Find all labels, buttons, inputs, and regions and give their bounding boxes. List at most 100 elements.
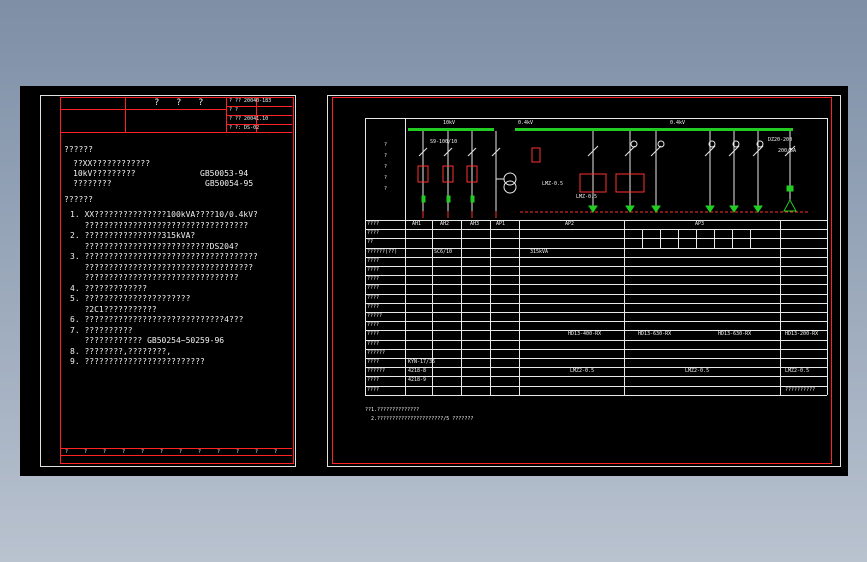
table-row-label: ???? [367,285,380,292]
table-col-line [624,220,625,395]
section1-line: 10kV????????? [73,169,136,178]
table-cell: LMZ2-0.5 [785,368,810,375]
bottom-cell: ? [198,449,202,455]
table-row-label: ???? [367,377,380,384]
table-subcol-line [714,229,715,248]
table-row-label: ???? [367,303,380,310]
table-row-label: ?? [367,239,374,246]
table-col-line [827,220,828,395]
table-col-line [780,220,781,395]
table-row-label: ???? [367,230,380,237]
table-cell: HD13-630-RX [718,331,752,338]
hv-bus [408,128,494,131]
table-row-label: ???? [367,257,380,264]
table-row-label: ????? [367,313,383,319]
bottom-cell: ? [160,449,164,455]
note-line: ?????????????????????????????????? [70,220,249,230]
bottom-cell: ? [255,449,259,455]
table-cell: HD13-200-RX [785,331,819,338]
table-subcol-line [750,229,751,248]
table-col-line [432,220,433,395]
table-subcol-line [732,229,733,248]
table-row-line [365,394,827,396]
bottom-table-divider [60,455,292,456]
lv-bus [515,128,793,131]
bottom-cell: ? [84,449,88,455]
table-row-line [365,348,827,350]
note-line: 1. XX???????????????100kVA????10/0.4kV? [70,210,258,219]
drawing-number: ? ?? 20040-183 [229,98,272,104]
side-label-char: ? [384,164,388,170]
left-sheet-border [40,95,296,467]
table-col-line [405,220,406,395]
footnote: ??1.?????????????? [365,407,420,413]
bottom-cell: ? [274,449,278,455]
table-row-line [365,339,827,341]
bottom-cell: ? [103,449,107,455]
section1-line: ??XX???????????? [73,159,151,168]
table-cell: 315kVA [530,248,549,255]
note-line: 9. ????????????????????????? [70,357,205,366]
bottom-table-divider [60,448,292,449]
table-row-line [365,302,827,304]
table-row-line [365,256,827,258]
table-cell: KYN-17/35 [408,359,436,365]
table-col-header: AH2 [440,221,450,227]
title-divider [256,97,257,132]
title-divider [125,132,292,133]
footnote: 2.??????????????????????/5 ??????? [371,416,474,422]
table-row-label: ???? [367,386,380,393]
section2-heading: ?????? [64,195,93,204]
right-sheet-border [327,95,841,467]
left-sheet-frame [60,97,294,464]
title-divider [226,106,292,107]
note-line: ???????????? GB50254~50259-96 [70,336,225,345]
table-col-line [519,220,520,395]
note-line: ??????????????????????????DS204? [70,241,239,251]
table-row-label: ??????(??) [367,248,398,255]
table-row-line [365,229,827,231]
standard-ref: GB50053-94 [200,169,249,178]
side-label-char: ? [384,153,388,159]
note-line: 5. ?????????????????????? [70,294,191,303]
section1-line: ???????? [73,179,112,188]
table-row-line [365,367,827,369]
bottom-cell: ? [236,449,240,455]
table-row-label: ???? [367,221,380,227]
table-row-line [365,312,827,313]
table-row-label: ???? [367,359,380,365]
table-cell: SC6/10 [434,248,453,255]
bottom-cell: ? [65,449,69,455]
table-row-line [365,247,827,249]
standard-ref: GB50054-95 [205,179,254,188]
table-row-label: ???? [367,267,380,273]
table-subcol-line [642,229,643,248]
table-col-header: AP2 [565,221,575,227]
drawing-info: ? ? [229,107,239,113]
table-subcol-line [660,229,661,248]
table-row-line [365,330,827,332]
ap3-rating: 200/5A [778,148,797,154]
title-divider [226,97,227,132]
table-subcol-line [678,229,679,248]
table-row-label: ?????? [367,368,386,375]
note-line: 7. ?????????? [70,325,133,335]
table-cell: LMZ2-0.5 [570,368,595,375]
schematic-border [365,118,366,395]
table-cell: ?????????? [785,386,816,393]
table-cell: HD13-400-RX [568,331,602,338]
table-row-line [365,238,827,240]
bottom-cell: ? [217,449,221,455]
note-line: ?2C1??????????? [70,304,157,314]
table-row-line [365,358,827,359]
table-row-line [365,376,827,378]
table-row-line [365,293,827,295]
table-col-header: AP3 [695,221,705,227]
table-row-label: ???? [367,340,380,347]
note-line: 8. ????????,????????, [70,346,172,356]
meter-label: LMZ-0.5 [576,194,598,200]
table-subcol-line [696,229,697,248]
title-char: ? [176,98,182,108]
table-row-label: ???? [367,276,380,283]
right-sheet-frame [332,97,832,464]
